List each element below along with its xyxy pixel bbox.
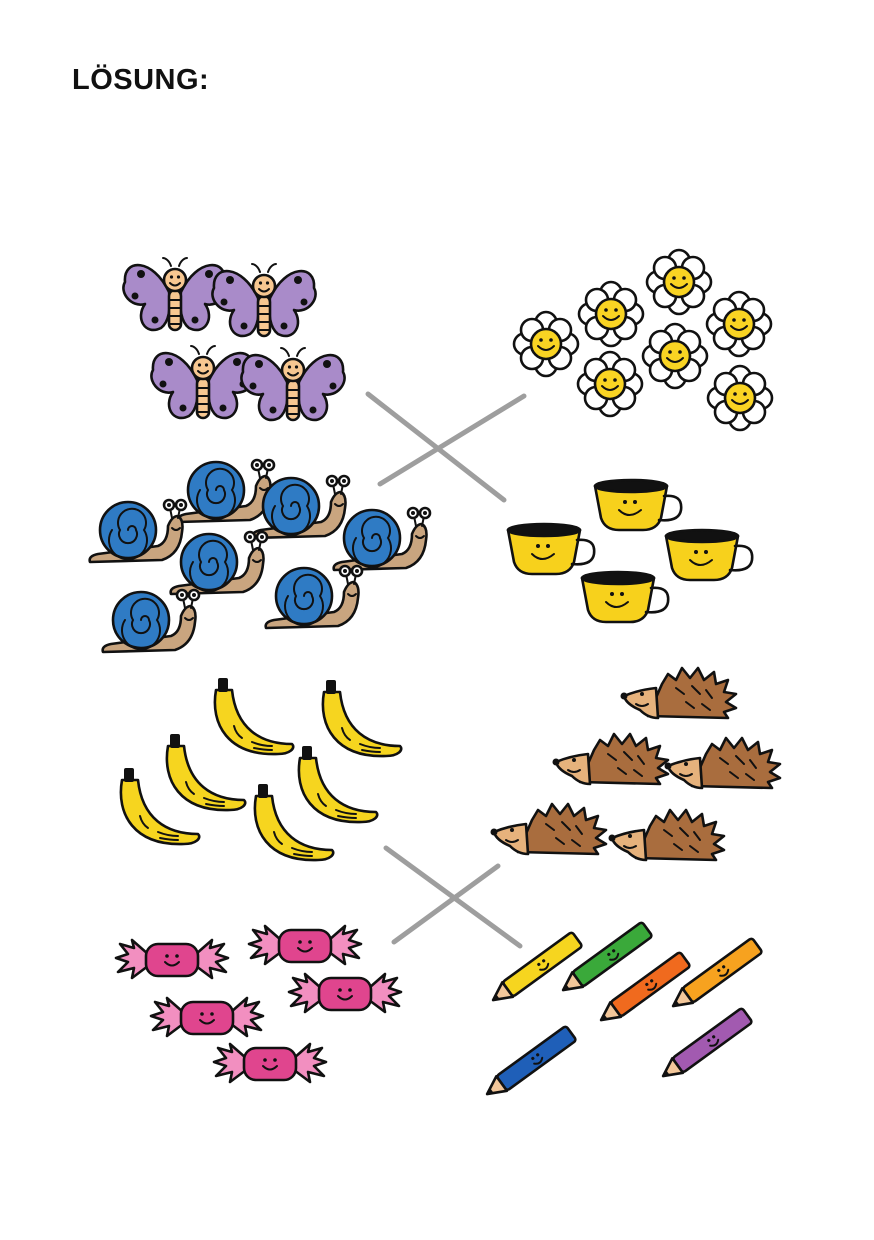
- hedgehog-icon: [489, 802, 608, 856]
- hedgehog-icon: [663, 736, 782, 790]
- butterfly-icon: [211, 262, 317, 338]
- hedgehog-icon: [607, 808, 726, 862]
- pencil-group: [480, 921, 763, 1103]
- snail-icon: [88, 498, 188, 564]
- cup-group: [506, 478, 754, 624]
- banana-group: [119, 676, 403, 862]
- match-line-snails-flowers: [377, 393, 527, 487]
- pencil-icon: [556, 921, 653, 999]
- flower-icon: [645, 248, 713, 316]
- snail-icon: [176, 458, 276, 524]
- butterfly-icon: [150, 344, 256, 420]
- candy-icon: [114, 938, 230, 980]
- cup-icon: [580, 570, 670, 624]
- cup-icon: [593, 478, 683, 532]
- match-line-candies-hedgehogs: [391, 863, 501, 945]
- banana-icon: [213, 676, 295, 756]
- hedgehog-icon: [551, 732, 670, 786]
- pencil-icon: [594, 951, 691, 1029]
- snail-icon: [169, 530, 269, 596]
- candy-icon: [149, 996, 265, 1038]
- connector-lines: [365, 391, 527, 949]
- candy-icon: [287, 972, 403, 1014]
- butterfly-group: [122, 256, 346, 422]
- cup-icon: [664, 528, 754, 582]
- hedgehog-group: [489, 666, 782, 862]
- snail-icon: [332, 506, 432, 572]
- flower-icon: [576, 350, 644, 418]
- page-title: LÖSUNG:: [72, 64, 210, 96]
- candy-icon: [212, 1042, 328, 1084]
- pencil-icon: [486, 931, 583, 1009]
- cup-icon: [506, 522, 596, 576]
- flower-icon: [705, 290, 773, 358]
- pencil-icon: [666, 937, 763, 1015]
- flower-icon: [706, 364, 774, 432]
- candy-icon: [247, 924, 363, 966]
- banana-icon: [165, 732, 247, 812]
- banana-icon: [321, 678, 403, 758]
- snail-icon: [101, 588, 201, 654]
- pencil-icon: [656, 1007, 753, 1085]
- hedgehog-icon: [619, 666, 738, 720]
- butterfly-icon: [122, 256, 228, 332]
- snail-group: [88, 458, 432, 654]
- flower-icon: [641, 322, 709, 390]
- snail-icon: [264, 564, 364, 630]
- banana-icon: [297, 744, 379, 824]
- pencil-icon: [480, 1025, 577, 1103]
- candy-group: [114, 924, 403, 1084]
- flower-icon: [512, 310, 580, 378]
- butterfly-icon: [240, 346, 346, 422]
- flower-icon: [577, 280, 645, 348]
- flower-group: [512, 248, 774, 432]
